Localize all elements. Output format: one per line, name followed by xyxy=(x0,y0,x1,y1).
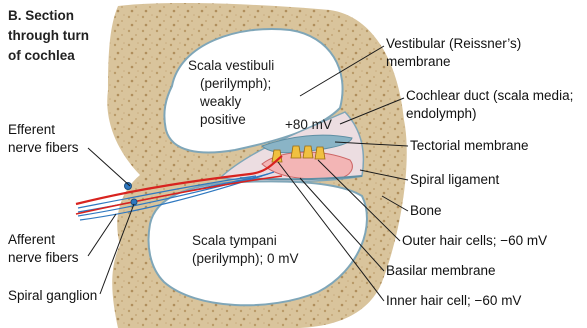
outer-hair-cells-label: Outer hair cells; −60 mV xyxy=(402,233,547,248)
outer-hair-cell-1 xyxy=(291,146,301,158)
figure-title: B. Section through turn of cochlea xyxy=(8,8,93,63)
spiral-ligament-label: Spiral ligament xyxy=(410,172,500,187)
outer-hair-cell-2 xyxy=(303,146,313,158)
tectorial-membrane-label: Tectorial membrane xyxy=(410,138,529,153)
spiral-ganglion-label: Spiral ganglion xyxy=(8,288,97,303)
bone-label: Bone xyxy=(410,203,442,218)
basilar-membrane-label: Basilar membrane xyxy=(386,263,496,278)
efferent-label: Efferent nerve fibers xyxy=(8,122,79,155)
afferent-label: Afferent nerve fibers xyxy=(8,232,79,265)
cochlear-duct-potential: +80 mV xyxy=(285,117,332,132)
leader-afferent xyxy=(88,214,116,256)
cochlear-duct-label: Cochlear duct (scala media; endolymph) xyxy=(406,88,577,121)
outer-hair-cell-3 xyxy=(315,147,325,159)
vestibular-membrane-label: Vestibular (Reissner’s) membrane xyxy=(386,36,525,69)
inner-hair-cell-label: Inner hair cell; −60 mV xyxy=(386,293,521,308)
